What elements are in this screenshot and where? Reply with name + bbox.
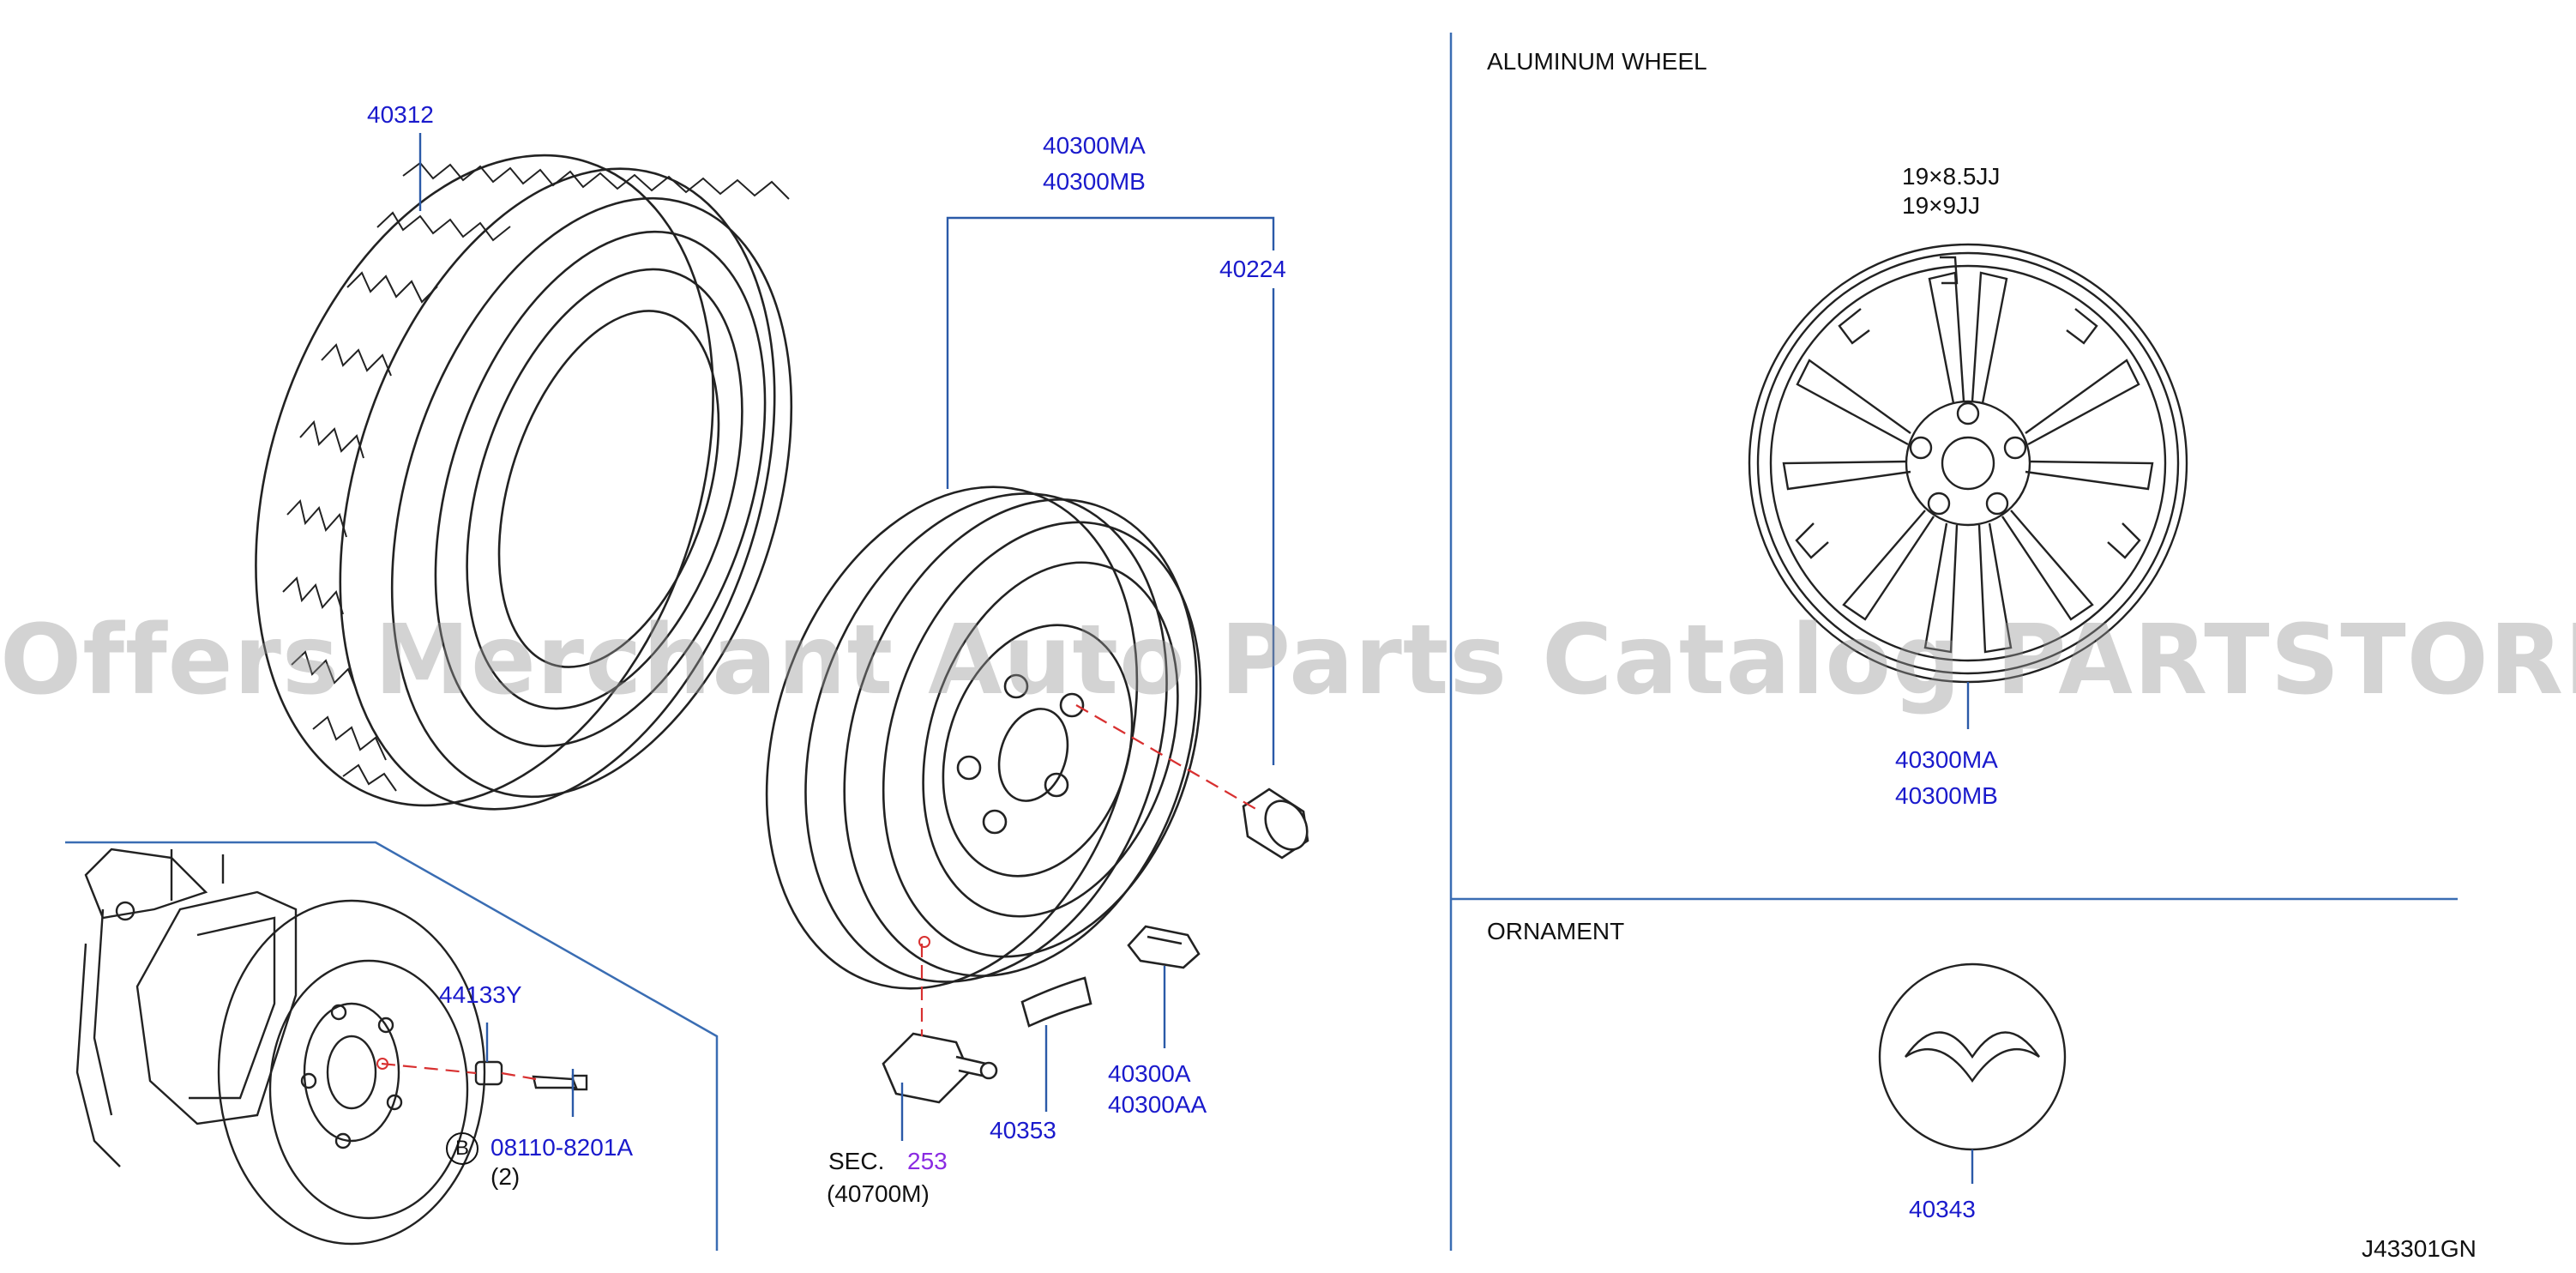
- steel-wheel-drawing: [765, 486, 1202, 990]
- clip-drawing: [1127, 925, 1201, 969]
- alloy-wheel-spokes: [1782, 256, 2154, 654]
- sensor-section-link[interactable]: 253: [907, 1148, 948, 1174]
- watermark: Offers Merchant Auto Parts Catalog PARTS…: [0, 605, 2576, 716]
- part-number-wheel-assy-b[interactable]: 40300MB: [1043, 168, 1146, 195]
- tire-tread: [282, 161, 790, 792]
- brake-hub-drawing: [75, 848, 588, 1246]
- sensor-valve-hole: [918, 936, 930, 948]
- part-number-nut[interactable]: 40224: [1219, 256, 1286, 282]
- tpms-sensor-drawing: [882, 1032, 998, 1104]
- wheel-size-label: 19×9JJ: [1902, 192, 1981, 219]
- part-number-bolt-sleeve[interactable]: 44133Y: [439, 981, 522, 1008]
- wheel-size-label: 19×8.5JJ: [1902, 163, 2001, 190]
- balance-weight-drawing: [1020, 976, 1092, 1028]
- hub-bolt-hole: [376, 1058, 388, 1070]
- bolt-quantity: (2): [491, 1163, 521, 1190]
- part-number-bolt[interactable]: 08110-8201A: [491, 1134, 634, 1161]
- alloy-wheel-drawing: [1748, 243, 2188, 684]
- tire-drawing: [255, 154, 793, 811]
- panel-dividers: [65, 33, 2458, 1251]
- part-number-wheel-assy-a[interactable]: 40300MA: [1043, 132, 1146, 159]
- bolt-code-badge: B: [446, 1132, 478, 1165]
- drawing-code: J43301GN: [2362, 1235, 2477, 1262]
- part-number-clip-aa[interactable]: 40300AA: [1108, 1091, 1207, 1118]
- part-number-weight[interactable]: 40353: [990, 1117, 1056, 1143]
- part-number-tire[interactable]: 40312: [367, 101, 434, 128]
- part-number-alloy-wheel-a[interactable]: 40300MA: [1895, 746, 1998, 773]
- wheel-nut-drawing: [1242, 787, 1309, 860]
- part-number-ornament[interactable]: 40343: [1909, 1196, 1976, 1222]
- ornament-drawing: [1878, 962, 2067, 1151]
- leader-lines: [418, 133, 1974, 1184]
- section-title-ornament: ORNAMENT: [1487, 918, 1625, 944]
- part-number-clip-a[interactable]: 40300A: [1108, 1060, 1191, 1087]
- sensor-section-prefix: SEC.: [828, 1148, 885, 1174]
- part-number-alloy-wheel-b[interactable]: 40300MB: [1895, 782, 1998, 809]
- sensor-reference: (40700M): [827, 1180, 930, 1207]
- dashed-lines: [381, 704, 1260, 1081]
- section-title-aluminum-wheel: ALUMINUM WHEEL: [1487, 48, 1707, 75]
